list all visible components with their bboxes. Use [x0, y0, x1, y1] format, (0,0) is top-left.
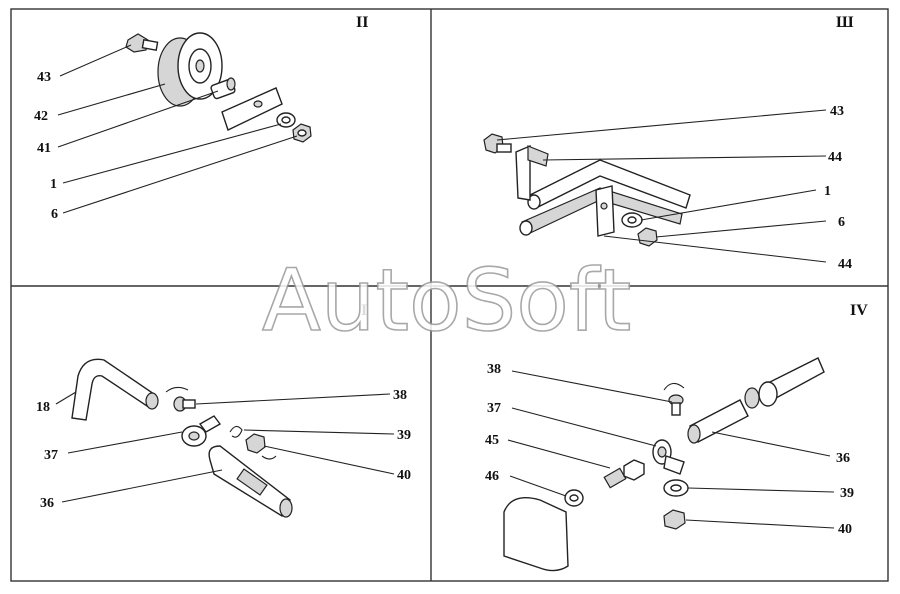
- clamp-part: [181, 415, 222, 447]
- panel-bottom-right: IV: [485, 302, 868, 572]
- callout-label: 37: [44, 448, 58, 463]
- nut-part: [663, 509, 686, 530]
- bent-tube-part: [519, 159, 691, 236]
- callout-label: 36: [40, 496, 54, 511]
- tube-part: [687, 399, 749, 444]
- callout-label: 39: [397, 428, 411, 443]
- callout-label: 44: [838, 257, 852, 272]
- callout-label: 41: [37, 141, 51, 156]
- callout-label: 43: [37, 70, 51, 85]
- screw-part: [663, 382, 685, 416]
- callout-label: 1: [824, 184, 831, 199]
- callout-label: 45: [485, 433, 499, 448]
- hook-pipe-part: [71, 358, 159, 421]
- callout-label: 37: [487, 401, 501, 416]
- panel-title-top-right: Ш: [836, 14, 854, 31]
- callout-label: 6: [51, 207, 58, 222]
- panel-title-bottom-right: IV: [850, 302, 868, 319]
- bolt-part: [483, 133, 512, 154]
- nut-part: [245, 433, 277, 460]
- pipe-part: [744, 357, 825, 409]
- washer-part: [564, 489, 584, 507]
- callout-label: 1: [50, 177, 57, 192]
- panel-top-right: Ш: [483, 14, 854, 272]
- callout-label: 40: [397, 468, 411, 483]
- callout-label: 42: [34, 109, 48, 124]
- clamp-part: [652, 439, 685, 475]
- callout-label: 38: [393, 388, 407, 403]
- callout-label: 40: [838, 522, 852, 537]
- callout-label: 39: [840, 486, 854, 501]
- callout-label: 38: [487, 362, 501, 377]
- callout-label: 36: [836, 451, 850, 466]
- callout-label: 6: [838, 215, 845, 230]
- bolt-part: [125, 33, 159, 53]
- callout-label: 43: [830, 104, 844, 119]
- bolt-part: [603, 459, 645, 489]
- washer-part: [276, 112, 296, 128]
- callout-label: 46: [485, 469, 499, 484]
- watermark: AutoSoft: [262, 251, 631, 351]
- panel-title-bottom-left: I: [361, 302, 367, 319]
- panel-title-top-left: II: [356, 14, 368, 31]
- panel-top-left: II: [34, 14, 368, 222]
- washer-part: [663, 479, 689, 497]
- outer-frame: [10, 8, 889, 582]
- mounting-plate: [221, 87, 283, 131]
- washer-part: [621, 212, 643, 228]
- rubber-pad-part: [503, 497, 569, 572]
- bracket-part: [515, 144, 615, 237]
- tube-part: [208, 445, 293, 518]
- callout-label: 18: [36, 400, 50, 415]
- panel-bottom-left: I: [36, 302, 411, 518]
- callout-label: 44: [828, 150, 842, 165]
- spring-washer-part: [229, 425, 243, 438]
- screw-part: [165, 386, 196, 412]
- bushing-part: [210, 77, 236, 100]
- pulley-part: [157, 32, 223, 107]
- nut-part: [292, 123, 312, 143]
